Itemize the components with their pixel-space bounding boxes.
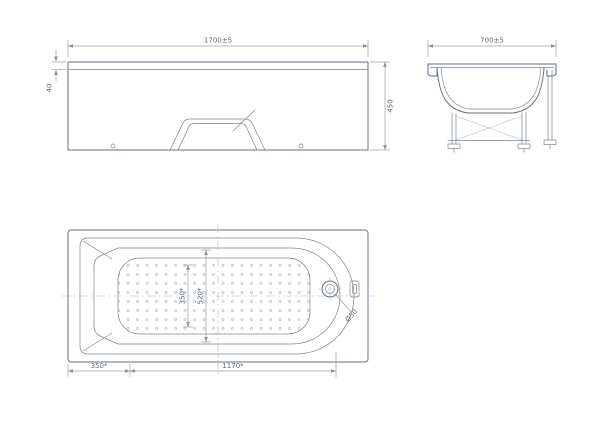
- plan-width520-dimension: [201, 249, 211, 343]
- front-leader-line: [232, 109, 256, 132]
- front-view: 1700±5 40 450: [46, 37, 395, 151]
- plan-width350-dimension: [183, 264, 193, 328]
- plan-backrest-slope-top: [82, 240, 113, 260]
- front-length-dimension: [67, 40, 369, 57]
- dim-front-length: 1700±5: [204, 37, 232, 45]
- end-bowl-outer: [436, 67, 545, 114]
- plan-antislip-area: [117, 257, 311, 335]
- front-rim-dimension: [52, 50, 66, 81]
- end-rim-right: [546, 63, 557, 77]
- plan-bowl-contour: [93, 247, 341, 345]
- dim-plan-drain: Ø50: [344, 308, 359, 324]
- plan-drain-dimension: [335, 294, 353, 314]
- plan-backrest-slope-bottom: [82, 332, 113, 352]
- front-fixing-right: [298, 143, 304, 149]
- end-body: [427, 63, 557, 153]
- dim-plan-left-offset: 350*: [91, 362, 108, 370]
- dim-front-height: 450: [387, 99, 395, 112]
- plan-overflow-fitting: [349, 280, 360, 298]
- end-width-dimension: [427, 40, 557, 57]
- dim-plan-inner-width: 520*: [197, 287, 205, 304]
- front-body: [67, 61, 369, 151]
- end-bowl-inner: [440, 67, 542, 110]
- plan-drain: [318, 277, 342, 301]
- dim-plan-bottom-length: 1170*: [222, 362, 244, 370]
- dim-plan-bottom-width: 350*: [179, 287, 187, 304]
- front-height-dimension: [370, 61, 390, 151]
- front-fixing-left: [110, 143, 116, 149]
- dim-front-rim: 40: [46, 84, 54, 93]
- plan-inner-rim: [79, 237, 355, 355]
- dim-end-width: 700±5: [480, 37, 504, 45]
- plan-bottom-dimensions: [67, 352, 337, 377]
- front-apron-cutout: [169, 118, 266, 151]
- plan-view: 350* 520* 350* 1170* Ø50: [62, 224, 374, 377]
- end-view: 700±5: [427, 37, 557, 153]
- end-rim-left: [427, 63, 438, 77]
- end-frame: [447, 69, 557, 153]
